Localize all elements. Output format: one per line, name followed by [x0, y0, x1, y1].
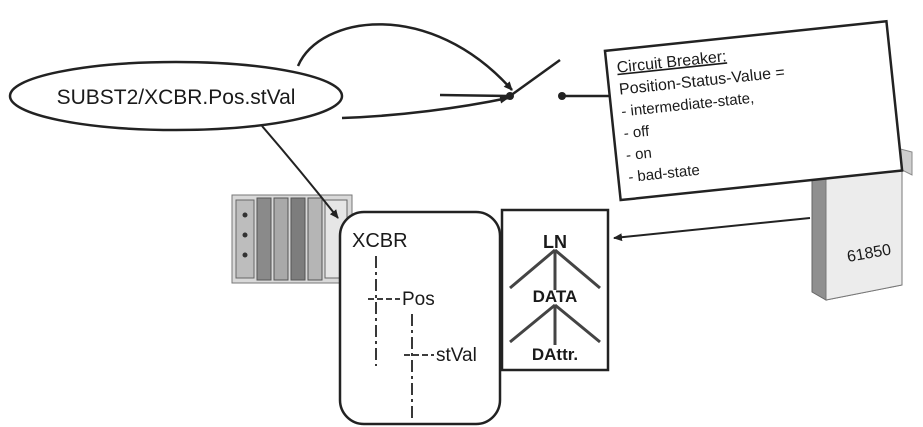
- hierarchy-ln-label: LN: [543, 232, 567, 252]
- hierarchy-data-label: DATA: [533, 287, 578, 306]
- tree-grandchild-label: stVal: [436, 345, 477, 366]
- breaker-note-box: Circuit Breaker: Position-Status-Value =…: [603, 19, 904, 202]
- note-item: - on: [625, 145, 652, 165]
- arc-arrow-top: [296, 23, 513, 91]
- ied-device-image: [231, 194, 353, 284]
- ellipse-pointer: [261, 125, 339, 219]
- tree-child-label: Pos: [402, 289, 435, 310]
- ellipse-callout: [8, 60, 344, 132]
- hierarchy-branches: [509, 248, 601, 345]
- iec61850-book-image: [811, 144, 913, 301]
- hierarchy-dattr-label: DAttr.: [532, 345, 578, 364]
- tree-root-label: XCBR: [352, 230, 408, 252]
- note-item: - off: [623, 123, 651, 143]
- book-to-ln-arrow: [613, 217, 811, 242]
- circuit-breaker-switch-symbol: [439, 58, 612, 100]
- object-tree-box: [338, 210, 502, 426]
- ellipse-label: SUBST2/XCBR.Pos.stVal: [57, 86, 296, 109]
- arc-arrow-bottom: [341, 95, 509, 120]
